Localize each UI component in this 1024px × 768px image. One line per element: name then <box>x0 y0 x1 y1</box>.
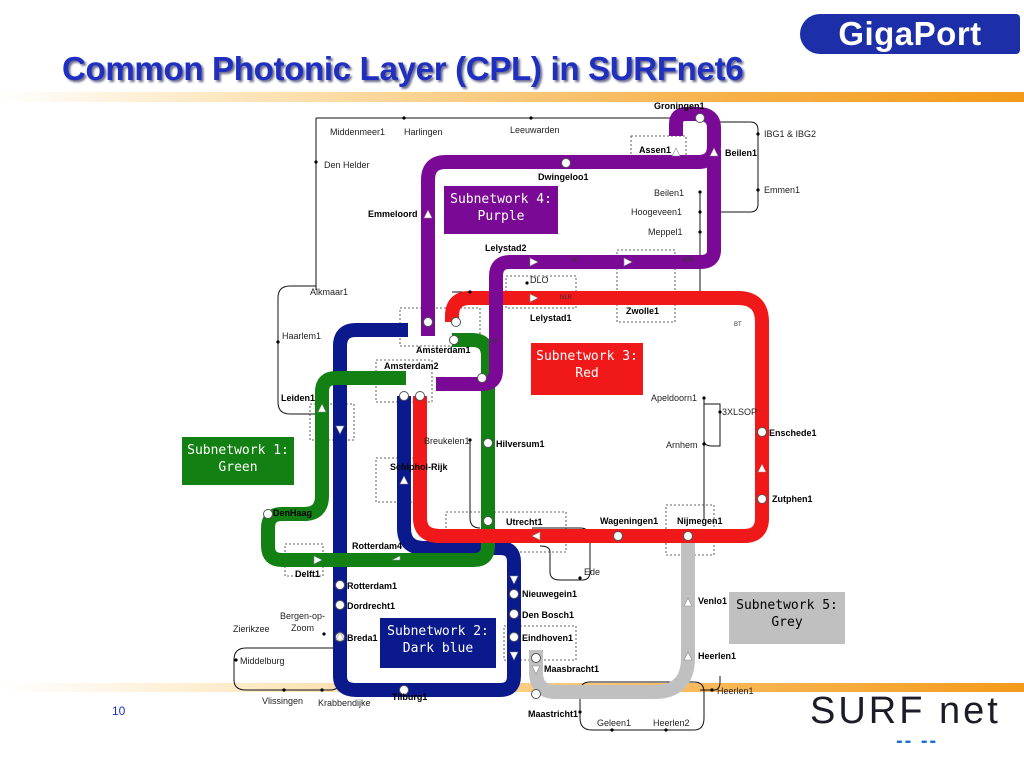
label-lelystad1: Lelystad1 <box>530 313 572 323</box>
label-assen: Assen1 <box>639 145 671 155</box>
label-haarlem: Haarlem1 <box>282 331 321 341</box>
label-breda: Breda1 <box>347 633 378 643</box>
subnetwork-5-color: Grey <box>771 615 803 630</box>
label-dwingeloo: Dwingeloo1 <box>538 172 589 182</box>
label-bergen: Bergen-op- <box>280 611 325 621</box>
subnetwork-4-color: Purple <box>477 209 525 224</box>
mark-bt-2: BT <box>734 322 742 328</box>
gigaport-logo: GigaPort <box>800 14 1020 54</box>
label-apeldoorn: Apeldoorn1 <box>651 393 697 403</box>
subnetwork-1-box: Subnetwork 1: Green <box>182 437 294 485</box>
label-dordrecht: Dordrecht1 <box>347 601 395 611</box>
mark-bt-1: BT <box>572 258 580 264</box>
subnetwork-5-box: Subnetwork 5: Grey <box>729 592 845 644</box>
purple-line <box>421 107 721 391</box>
label-maasbracht: Maasbracht1 <box>544 664 599 674</box>
label-amsterdam2: Amsterdam2 <box>384 361 439 371</box>
surfnet-logo-mark: -- -- <box>896 730 939 752</box>
label-beilen: Beilen1 <box>654 188 684 198</box>
label-heerlen: Heerlen1 <box>717 686 754 696</box>
label-utrecht: Utrecht1 <box>506 517 543 527</box>
label-middenmeer: Middenmeer1 <box>330 127 385 137</box>
label-nieuwegein: Nieuwegein1 <box>522 589 577 599</box>
subnetwork-4-box: Subnetwork 4: Purple <box>444 186 558 234</box>
label-arnhem: Arnhem <box>666 440 698 450</box>
label-wageningen: Wageningen1 <box>600 516 658 526</box>
label-geleen: Geleen1 <box>597 718 631 728</box>
green-line <box>261 333 495 567</box>
mark-nlr: NLR <box>560 295 573 301</box>
label-vlissingen: Vlissingen <box>262 696 303 706</box>
subnetwork-4-title: Subnetwork 4: <box>450 192 552 207</box>
subnetwork-3-color: Red <box>575 366 599 381</box>
header-divider <box>0 92 1024 102</box>
darkblue-line <box>333 323 521 697</box>
subnetwork-2-title: Subnetwork 2: <box>387 624 489 639</box>
label-alkmaar: Alkmaar1 <box>310 287 348 297</box>
label-amsterdam1: Amsterdam1 <box>416 345 471 355</box>
label-leiden: Leiden1 <box>281 393 315 403</box>
label-delft: Delft1 <box>295 569 320 579</box>
label-lelystad2: Lelystad2 <box>485 243 527 253</box>
label-breukelen: Breukelen1 <box>424 436 470 446</box>
subnetwork-1-title: Subnetwork 1: <box>187 443 289 458</box>
page-number: 10 <box>112 704 126 718</box>
label-ede: Ede <box>584 567 600 577</box>
label-zutphen: Zutphen1 <box>772 494 813 504</box>
red-line <box>413 291 769 543</box>
label-emmeloord: Emmeloord <box>368 209 418 219</box>
label-maastricht: Maastricht1 <box>528 709 578 719</box>
grey-line <box>529 540 695 699</box>
label-dlo: DLO <box>530 275 549 285</box>
label-schiphol: Schiphol-Rijk <box>390 462 448 472</box>
subnetwork-1-color: Green <box>218 460 258 475</box>
label-heerlen-station: Heerlen1 <box>698 651 736 661</box>
label-leeuwarden: Leeuwarden <box>510 125 560 135</box>
label-harlingen: Harlingen <box>404 127 443 137</box>
mark-bt-3: BT <box>492 339 500 345</box>
label-heerlen2: Heerlen2 <box>653 718 690 728</box>
label-groningen: Groningen1 <box>654 101 705 111</box>
label-beilen-station: Beilen1 <box>725 148 757 158</box>
station-nodes <box>263 113 767 699</box>
mark-kpn: KPN <box>682 258 694 264</box>
label-zierikzee: Zierikzee <box>233 624 270 634</box>
label-zoom: Zoom <box>291 623 314 633</box>
subnetwork-3-title: Subnetwork 3: <box>536 349 638 364</box>
label-denbosch: Den Bosch1 <box>522 610 574 620</box>
label-venlo: Venlo1 <box>698 596 727 606</box>
subnetwork-5-title: Subnetwork 5: <box>736 598 838 613</box>
subnetwork-2-color: Dark blue <box>402 641 474 656</box>
label-meppel: Meppel1 <box>648 227 683 237</box>
label-hoogeveen: Hoogeveen1 <box>631 207 682 217</box>
page-title: Common Photonic Layer (CPL) in SURFnet6 <box>62 50 744 87</box>
subnetwork-2-box: Subnetwork 2: Dark blue <box>380 618 496 668</box>
label-ibg: IBG1 & IBG2 <box>764 129 816 139</box>
label-middelburg: Middelburg <box>240 656 285 666</box>
label-nijmegen: Nijmegen1 <box>677 516 723 526</box>
label-3xlsop: 3XLSOP <box>722 407 757 417</box>
label-zwolle: Zwolle1 <box>626 306 659 316</box>
label-krabbendijke: Krabbendijke <box>318 698 371 708</box>
label-rotterdam4: Rotterdam4 <box>352 541 402 551</box>
label-tilburg: Tilburg1 <box>392 692 427 702</box>
label-denhaag: DenHaag <box>273 508 312 518</box>
label-hilversum: Hilversum1 <box>496 439 545 449</box>
label-rotterdam1: Rotterdam1 <box>347 581 397 591</box>
label-denhelder: Den Helder <box>324 160 370 170</box>
surfnet-logo: SURF net <box>810 690 1001 732</box>
direction-arrows <box>313 147 767 675</box>
label-enschede: Enschede1 <box>769 428 817 438</box>
subnetwork-3-box: Subnetwork 3: Red <box>531 343 643 395</box>
label-emmen: Emmen1 <box>764 185 800 195</box>
label-eindhoven: Eindhoven1 <box>522 633 573 643</box>
place-dots <box>234 116 760 732</box>
